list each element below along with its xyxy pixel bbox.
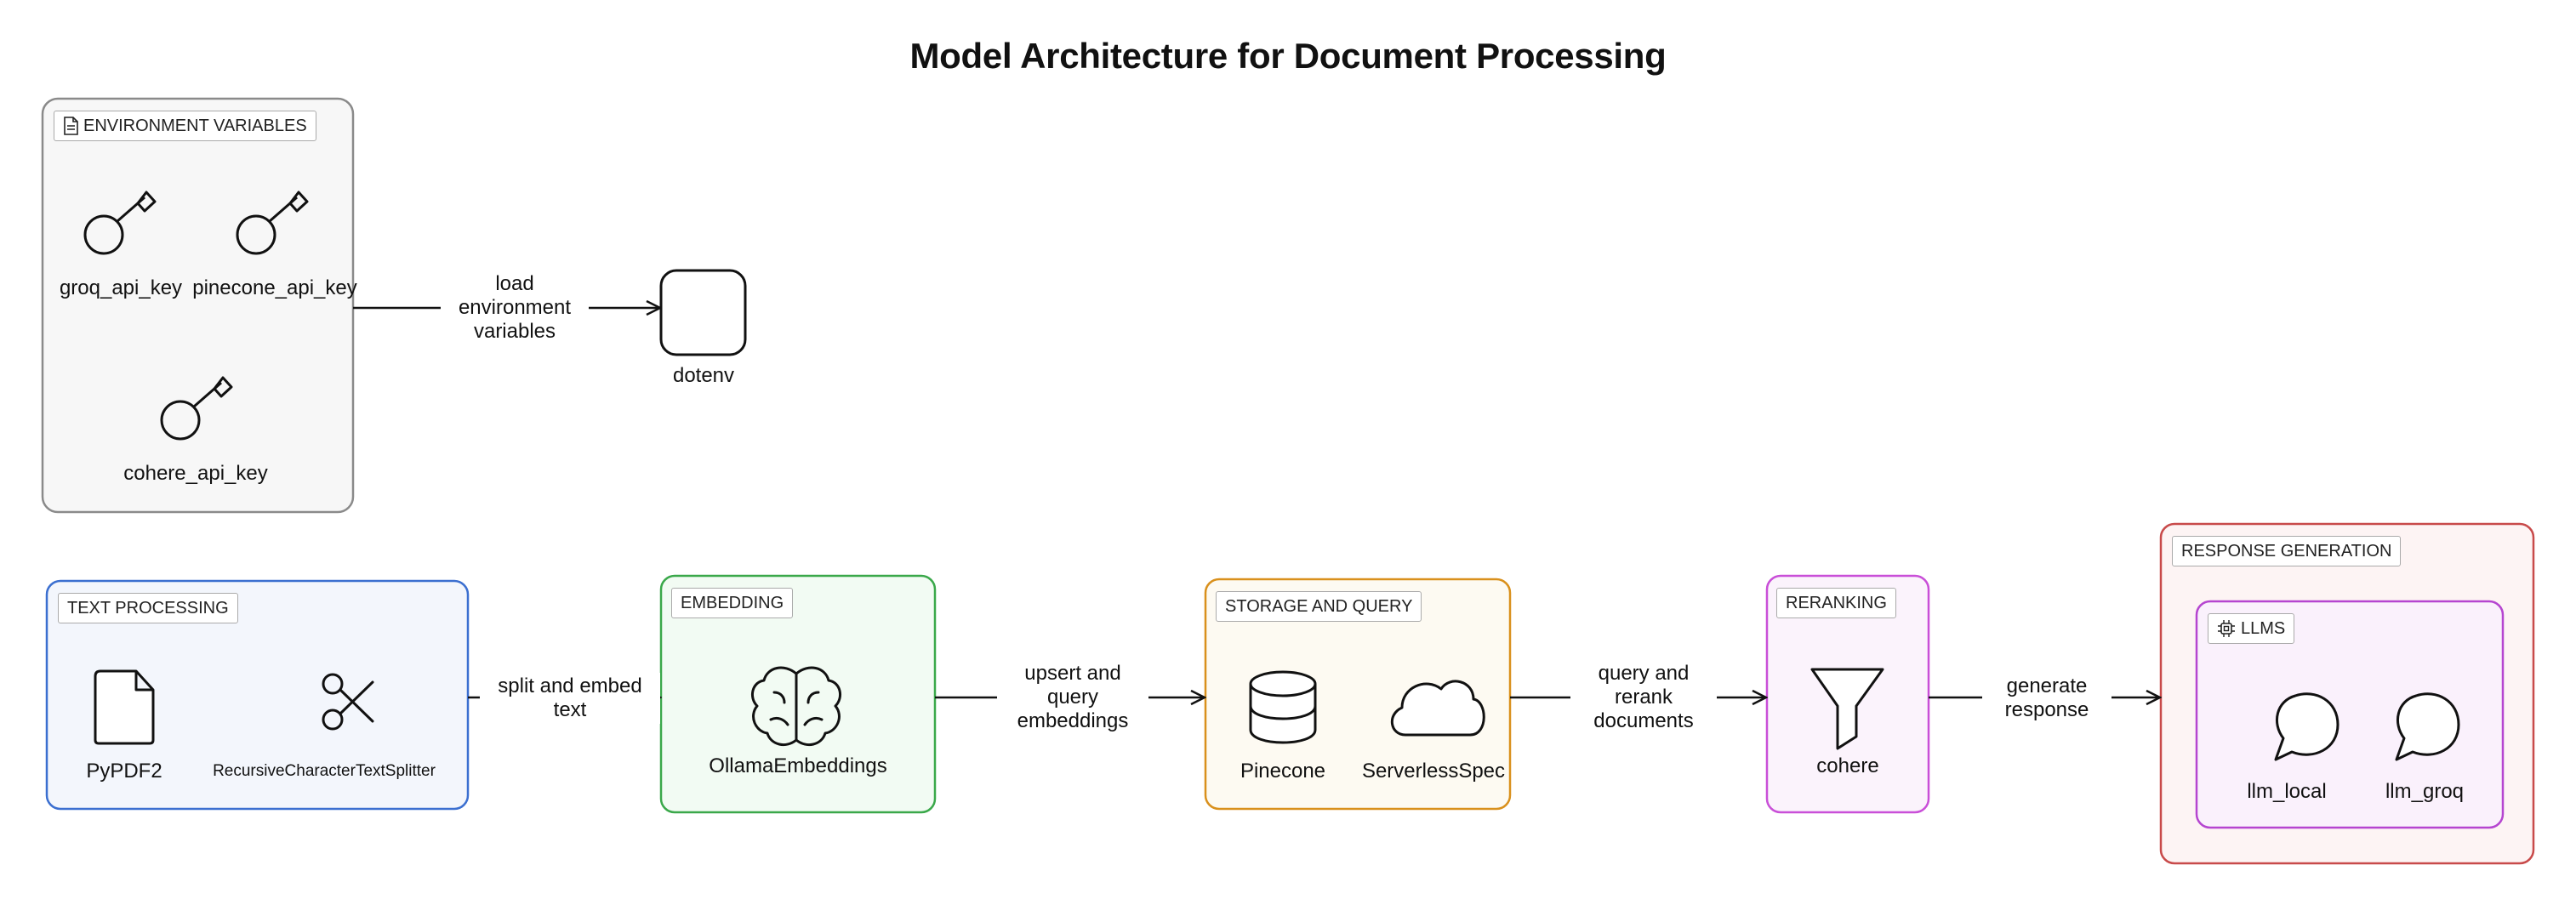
chip-icon	[2218, 620, 2235, 637]
node-label-splitter: RecursiveCharacterTextSplitter	[213, 762, 436, 780]
group-label-text-processing: TEXT PROCESSING	[58, 593, 238, 623]
funnel-icon	[1810, 668, 1884, 750]
rounded-square-icon	[659, 269, 747, 356]
edge-label-generate: generate response	[1982, 673, 2112, 724]
edge-label-split-embed: split and embed text	[480, 673, 660, 724]
node-label-pinecone: Pinecone	[1240, 760, 1326, 783]
group-llms	[2195, 600, 2505, 829]
edge-label-load-env: load environment variables	[441, 270, 589, 345]
node-label-serverless-spec: ServerlessSpec	[1361, 760, 1506, 783]
database-icon	[1249, 670, 1317, 744]
diagram-title: Model Architecture for Document Processi…	[909, 36, 1667, 76]
group-environment-variables	[41, 97, 355, 514]
node-label-pypdf2: PyPDF2	[86, 760, 162, 783]
brain-icon	[750, 666, 842, 747]
key-icon	[160, 376, 233, 441]
file-icon	[94, 669, 155, 745]
group-label-reranking: RERANKING	[1776, 588, 1896, 618]
node-label-llm-local: llm_local	[2247, 780, 2327, 803]
node-label-llm-groq: llm_groq	[2385, 780, 2465, 803]
node-label-groq-api-key: groq_api_key	[59, 276, 183, 299]
group-text-processing	[45, 579, 470, 811]
key-icon	[236, 191, 309, 255]
node-label-cohere-api-key: cohere_api_key	[123, 462, 268, 485]
group-label-storage-and-query: STORAGE AND QUERY	[1216, 591, 1422, 622]
chat-bubble-icon	[2274, 692, 2339, 761]
edge-label-rerank: query and rerank documents	[1570, 660, 1717, 735]
cloud-icon	[1391, 680, 1485, 737]
scissors-icon	[322, 673, 374, 731]
node-label-dotenv: dotenv	[672, 364, 735, 387]
group-label-embedding: EMBEDDING	[671, 588, 794, 618]
group-label-response-generation: RESPONSE GENERATION	[2172, 536, 2402, 566]
node-label-pinecone-api-key: pinecone_api_key	[192, 276, 357, 299]
node-label-cohere: cohere	[1816, 754, 1879, 777]
node-label-ollama-embeddings: OllamaEmbeddings	[709, 754, 887, 777]
group-label-llms: LLMS	[2208, 613, 2295, 644]
document-icon	[64, 117, 78, 135]
edge-label-upsert: upsert and query embeddings	[997, 660, 1148, 735]
key-icon	[83, 191, 157, 255]
group-label-text: ENVIRONMENT VARIABLES	[83, 117, 307, 135]
chat-bubble-icon	[2395, 692, 2460, 761]
group-label-environment-variables: ENVIRONMENT VARIABLES	[54, 111, 316, 141]
